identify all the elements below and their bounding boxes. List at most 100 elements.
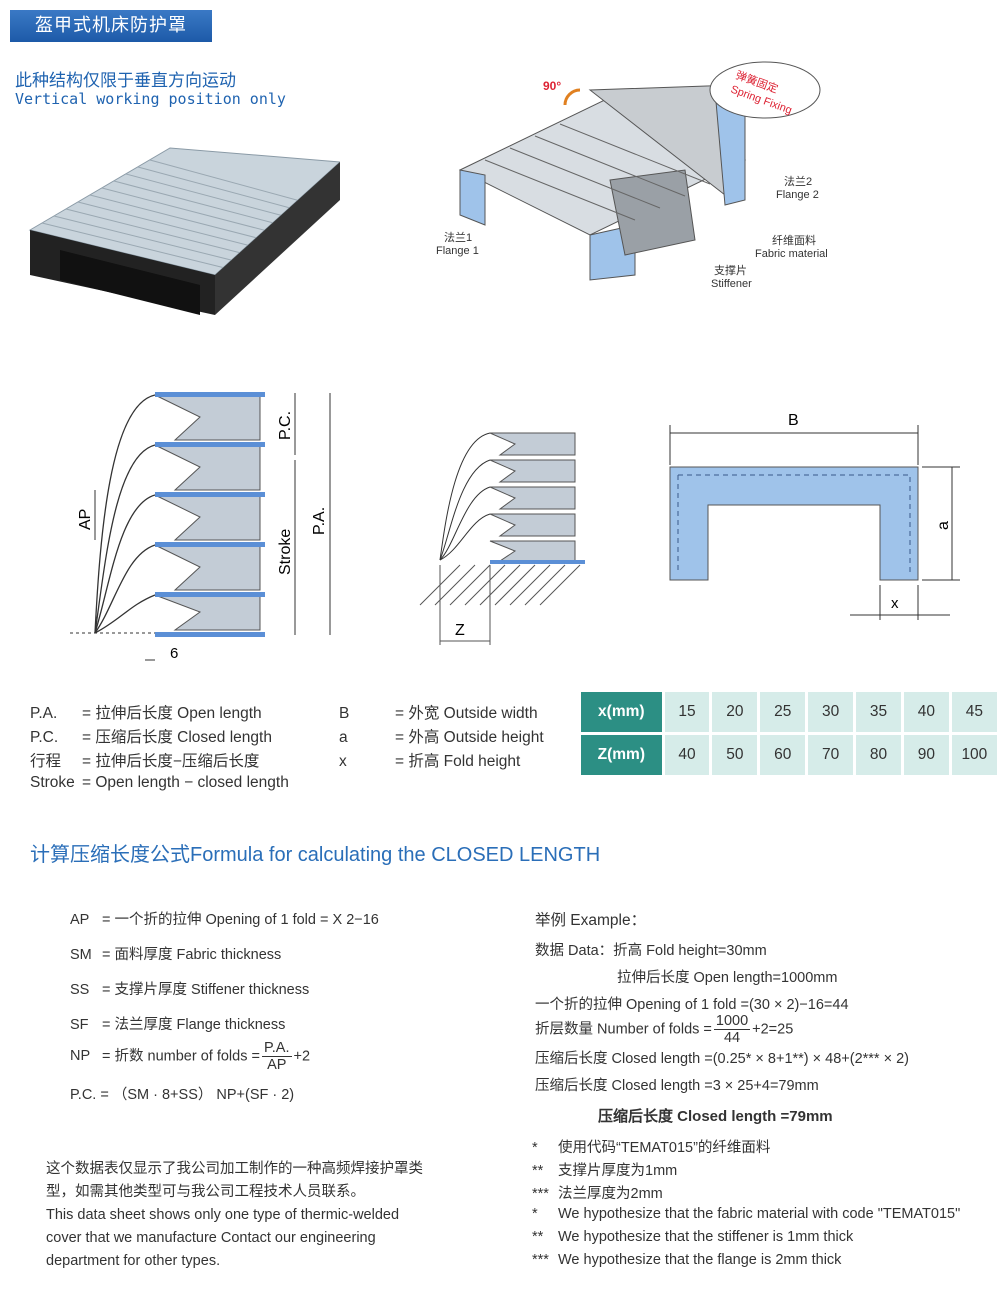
footnote: ** We hypothesize that the stiffener is 1…	[532, 1229, 853, 1245]
footnote-text: 法兰厚度为2mm	[558, 1186, 663, 1202]
legend-desc: = Open length − closed length	[82, 774, 289, 791]
table-cell: 25	[760, 692, 806, 732]
formula-key: AP	[70, 912, 90, 928]
table-cell: 15	[664, 692, 710, 732]
legend-row: a= 外高 Outside height	[339, 725, 544, 747]
table-cell: 70	[808, 735, 854, 775]
flange2-label-cn: 法兰2	[784, 176, 813, 188]
formula-desc: = 折数 number of folds =	[102, 1048, 260, 1065]
legend-desc: = 折高 Fold height	[395, 753, 521, 770]
table-cell: 100	[951, 735, 997, 775]
fold-diagram: P.C. P.A. Stroke AP 6	[70, 392, 331, 662]
a-label: a	[935, 521, 952, 530]
footnote-mark: *	[532, 1140, 538, 1156]
formula-desc: = 一个折的拉伸 Opening of 1 fold = X 2−16	[102, 912, 379, 928]
footnote: *We hypothesize that the fabric material…	[532, 1206, 960, 1222]
stroke-label: Stroke	[277, 529, 294, 575]
formula-desc: = 支撑片厚度 Stiffener thickness	[102, 982, 310, 998]
folds-numerator: 1000	[713, 1013, 751, 1030]
np-denominator: AP	[267, 1057, 287, 1073]
example-opening: 一个折的拉伸 Opening of 1 fold =(30 × 2)−16=44	[535, 997, 849, 1013]
table-header-x: x(mm)	[581, 692, 662, 732]
z-diagram: Z	[419, 432, 585, 645]
formula-row: SM = 面料厚度 Fabric thickness	[70, 943, 281, 964]
stiffener-label-en: Stiffener	[711, 278, 752, 290]
footnote-text: We hypothesize that the fabric material …	[558, 1206, 961, 1222]
np-tail: +2	[293, 1048, 311, 1065]
footnote-text: We hypothesize that the flange is 2mm th…	[558, 1252, 842, 1268]
product-illustration	[28, 147, 340, 315]
footnote: *** 法兰厚度为2mm	[532, 1182, 663, 1203]
footnote-mark: **	[532, 1229, 544, 1245]
table-row-z: Z(mm) 40 50 60 70 80 90 100	[581, 735, 997, 775]
disclaimer-cn-line: 型，如需其他类型可与我公司工程技术人员联系。	[46, 1184, 365, 1200]
example-title: 举例 Example：	[535, 912, 647, 929]
vertical-note-cn: 此种结构仅限于垂直方向运动	[15, 71, 236, 91]
legend-key: B	[339, 705, 350, 722]
folds-pre: 折层数量 Number of folds =	[535, 1021, 712, 1038]
legend-row: B = 外宽 Outside width	[339, 701, 538, 723]
legend-key: 行程	[30, 753, 62, 770]
flange1-label-cn: 法兰1	[444, 232, 473, 244]
disclaimer-cn-line: 这个数据表仅显示了我公司加工制作的一种高频焊接护罩类	[46, 1161, 423, 1177]
legend-key: Stroke	[30, 774, 75, 791]
legend-row: x = 折高 Fold height	[339, 749, 520, 771]
table-cell: 30	[808, 692, 854, 732]
six-label: 6	[170, 645, 178, 662]
table-cell: 80	[856, 735, 901, 775]
disclaimer: 这个数据表仅显示了我公司加工制作的一种高频焊接护罩类 型，如需其他类型可与我公司…	[46, 1158, 423, 1273]
z-label: Z	[455, 622, 465, 639]
footnote: **支撑片厚度为1mm	[532, 1159, 677, 1180]
disclaimer-en-line: department for other types.	[46, 1253, 221, 1269]
legend-desc: = 压缩后长度 Closed length	[82, 729, 272, 746]
footnote-mark: ***	[532, 1252, 549, 1268]
folds-tail: +2=25	[752, 1021, 794, 1038]
section-diagram: B a x	[669, 412, 960, 620]
footnote-text: 使用代码“TEMAT015”的纤维面料	[558, 1140, 771, 1156]
formula-desc: = 面料厚度 Fabric thickness	[102, 947, 282, 963]
legend-row: P.A. = 拉伸后长度 Open length	[30, 701, 262, 723]
footnote: *** We hypothesize that the flange is 2mm…	[532, 1252, 841, 1268]
formula-title: 计算压缩长度公式Formula for calculating the CLOS…	[30, 844, 601, 866]
formula-row: SS= 支撑片厚度 Stiffener thickness	[70, 978, 309, 999]
ap-label: AP	[77, 509, 94, 530]
fabric-label-en: Fabric material	[755, 248, 828, 260]
table-cell: 45	[951, 692, 997, 732]
folds-denominator: 44	[723, 1030, 741, 1046]
stiffener-label-cn: 支撑片	[714, 265, 747, 277]
legend-desc: = 拉伸后长度 Open length	[82, 705, 262, 722]
footnote-mark: **	[532, 1163, 544, 1179]
formula-pc-line: P.C. = （SM · 8+SS） NP+(SF · 2)	[70, 1087, 295, 1103]
legend-desc: = 外宽 Outside width	[395, 705, 538, 722]
footnote-text: We hypothesize that the stiffener is 1mm…	[558, 1229, 854, 1245]
vertical-note-en: Vertical working position only	[15, 90, 286, 108]
b-label: B	[788, 412, 799, 429]
legend-key: P.A.	[30, 705, 58, 722]
formula-key: NP	[70, 1048, 91, 1065]
table-header-z: Z(mm)	[581, 735, 662, 775]
np-fraction: P.A.AP	[261, 1040, 292, 1073]
legend-desc: = 拉伸后长度−压缩后长度	[82, 753, 260, 770]
np-numerator: P.A.	[261, 1040, 292, 1057]
pa-label: P.A.	[311, 507, 328, 535]
example-result: 压缩后长度 Closed length =79mm	[598, 1108, 833, 1125]
formula-key: SM	[70, 947, 92, 963]
flange2-label-en: Flange 2	[776, 189, 819, 201]
legend-key: P.C.	[30, 729, 59, 746]
legend-key: x	[339, 753, 347, 770]
table-row-x: x(mm) 15 20 25 30 35 40 45	[581, 692, 997, 732]
table-cell: 60	[760, 735, 806, 775]
example-closed1: 压缩后长度 Closed length =(0.25* × 8+1**) × 4…	[535, 1051, 909, 1067]
formula-row: AP = 一个折的拉伸 Opening of 1 fold = X 2−16	[70, 908, 379, 929]
formula-np-row: NP= 折数 number of folds =P.A.AP+2	[70, 1040, 310, 1073]
disclaimer-en-line: cover that we manufacture Contact our en…	[46, 1230, 376, 1246]
table-cell: 50	[712, 735, 758, 775]
table-cell: 40	[664, 735, 710, 775]
flange1-label-en: Flange 1	[436, 245, 479, 257]
legend-row: P.C. = 压缩后长度 Closed length	[30, 725, 272, 747]
x-label: x	[891, 595, 899, 612]
example-data1: 数据 Data：折高 Fold height=30mm	[535, 943, 767, 959]
footnote-mark: ***	[532, 1186, 549, 1202]
legend-key: a	[339, 729, 348, 746]
